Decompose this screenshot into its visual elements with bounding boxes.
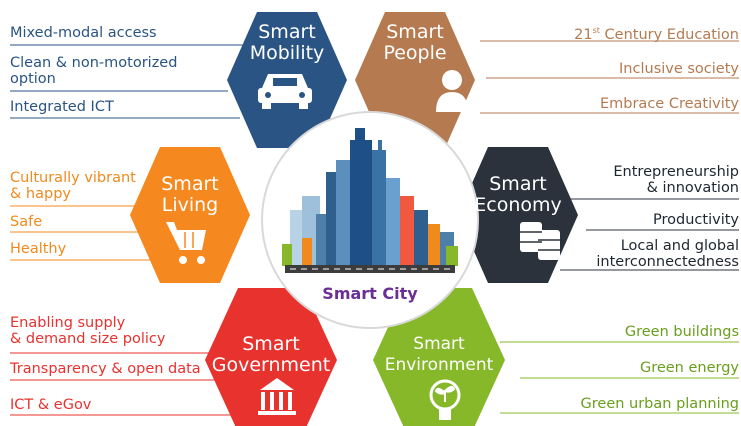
label-integrated-ict: Integrated ICT — [10, 99, 114, 115]
person-icon — [436, 70, 468, 112]
city-skyline-illustration — [282, 128, 458, 273]
label-mixed-modal-access: Mixed-modal access — [10, 25, 157, 41]
label-enabling-supply: Enabling supply & demand size policy — [10, 315, 166, 347]
hexagon-government — [205, 288, 337, 426]
label-transparency: Transparency & open data — [10, 361, 201, 377]
label-local-global: Local and global interconnectedness — [596, 238, 739, 270]
eco-bulb-icon — [429, 379, 461, 420]
label-green-urban-planning: Green urban planning — [580, 396, 739, 412]
label-safe: Safe — [10, 214, 43, 230]
label-green-energy: Green energy — [639, 360, 739, 376]
label-green-buildings: Green buildings — [624, 324, 739, 340]
label-inclusive-society: Inclusive society — [619, 61, 739, 77]
label-clean-non-motorized: Clean & non-motorized option — [10, 55, 178, 87]
government-building-icon — [258, 378, 296, 415]
car-icon — [258, 74, 312, 109]
label-entrepreneurship: Entrepreneurship & innovation — [613, 164, 739, 196]
label-ict-egov: ICT & eGov — [10, 397, 92, 413]
hexagon-living — [130, 147, 250, 283]
center-title: Smart City — [322, 284, 418, 303]
shopping-cart-icon — [166, 222, 206, 264]
label-culturally-vibrant: Culturally vibrant & happy — [10, 170, 136, 202]
label-healthy: Healthy — [10, 241, 67, 257]
label-productivity: Productivity — [653, 212, 739, 228]
label-embrace-creativity: Embrace Creativity — [599, 96, 739, 112]
label-21st-century-education: 21st Century Education — [574, 26, 739, 43]
coins-icon — [520, 222, 560, 260]
